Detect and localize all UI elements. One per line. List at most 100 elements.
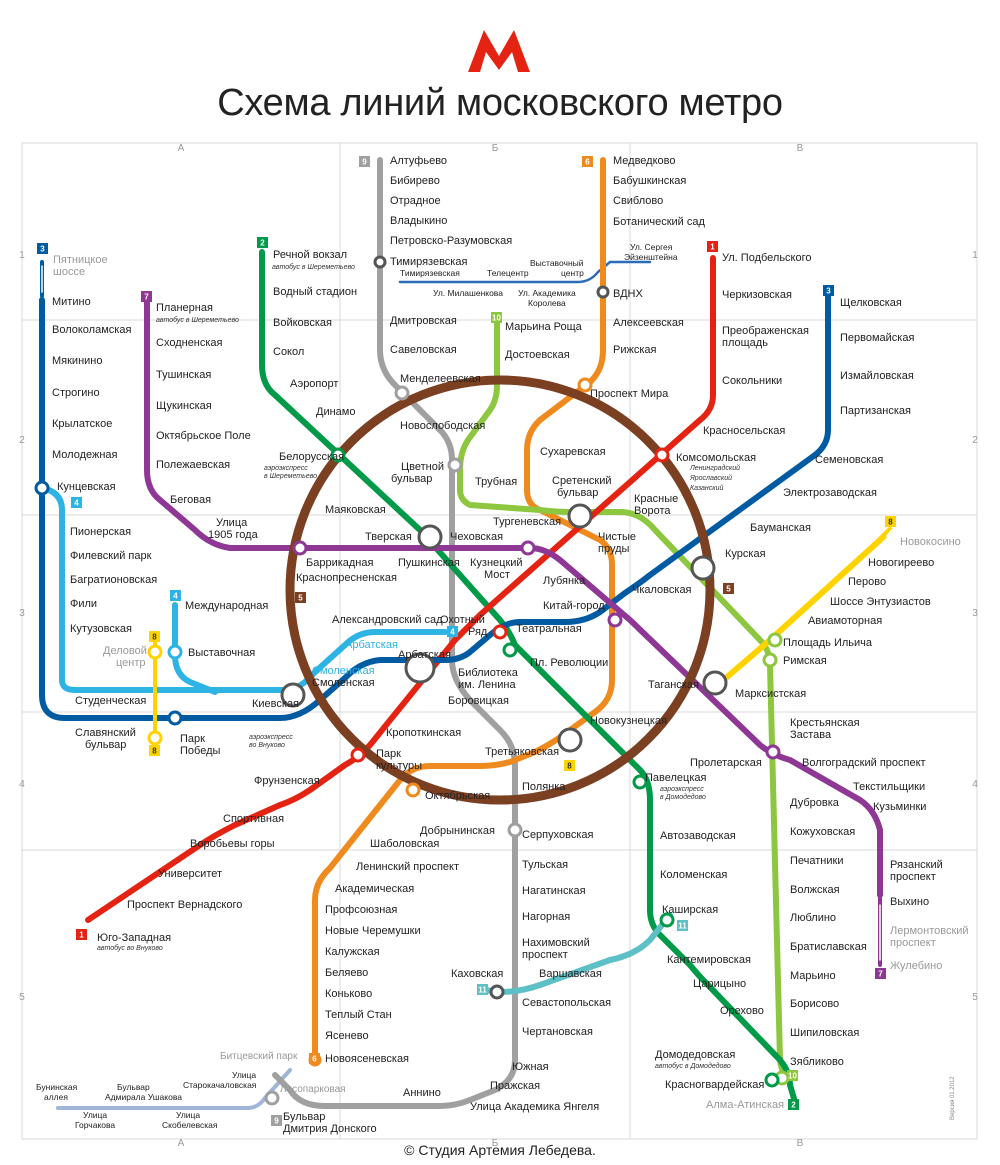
station-label: Аннино [403, 1087, 441, 1099]
station-label: Добрынинская [420, 825, 495, 837]
station-label: Речной вокзал [273, 249, 347, 261]
station-label: Чкаловская [632, 584, 692, 596]
station-label: Университет [158, 868, 222, 880]
badge-line-11 [677, 920, 688, 931]
badge-label: 5 [726, 585, 731, 594]
station-label: Домодедовская [655, 1049, 735, 1061]
copyright-text: © Студия Артемия Лебедева. [404, 1142, 596, 1158]
station-labels: Алтуфьево Бибирево Отрадное Владыкино Пе… [36, 155, 969, 1135]
station-label: Кантемировская [667, 954, 751, 966]
station-label: Тверская [365, 531, 412, 543]
grid-row-label: 1 [972, 250, 978, 261]
transfer-ring [654, 447, 670, 463]
station-label: Ленинский проспект [356, 861, 459, 873]
station-label: Петровско-Разумовская [390, 235, 512, 247]
badge-line-7b [875, 968, 886, 979]
station-label: Тимирязевская [400, 268, 460, 278]
station-label: Кунцевская [57, 481, 116, 493]
badge-label: 7 [878, 970, 883, 979]
note-label: Казанский [690, 484, 723, 492]
badge-line-1 [707, 241, 718, 252]
station-label: Пушкинская [398, 557, 460, 569]
transfer-ring [659, 912, 675, 928]
note-label: автобус в Домодедово [655, 1062, 731, 1070]
badge-line-9b [271, 1115, 282, 1126]
station-label: Отрадное [390, 195, 441, 207]
station-label: Филевский парк [70, 550, 152, 562]
transfer-ring [394, 385, 410, 401]
transfer-ring [596, 285, 610, 299]
transfer-ring [577, 377, 593, 393]
station-label: Новослободская [400, 420, 485, 432]
station-label-part: Парк [180, 733, 205, 745]
badge-line-4 [71, 497, 82, 508]
badge-label: 7 [144, 293, 149, 302]
transfer-ring [607, 612, 623, 628]
note-label: автобус в Шереметьево [272, 263, 355, 271]
grid-row-label: 4 [19, 779, 25, 790]
grid-row-label: 2 [19, 435, 25, 446]
station-label: Теплый Стан [325, 1009, 392, 1021]
badge-line-6 [582, 156, 593, 167]
note-label: Ярославский [689, 474, 732, 482]
station-label: Новокузнецкая [590, 715, 667, 727]
note-label-part: в Домодедово [660, 793, 706, 801]
grid-row-label: 5 [19, 992, 25, 1003]
station-label-part: Улица [176, 1110, 200, 1120]
station-label: Римская [783, 655, 827, 667]
station-label: Маяковская [325, 504, 386, 516]
transfer-ring [690, 555, 716, 581]
transfer-ring [762, 652, 778, 668]
station-label: Академическая [335, 883, 414, 895]
station-label: Пражская [490, 1080, 540, 1092]
grid-frame [21, 142, 978, 1140]
transfer-ring [405, 782, 421, 798]
station-label: Выхино [890, 896, 929, 908]
line-3-arbatsko-pokrovskaya [39, 293, 831, 721]
badge-label: 3 [40, 245, 45, 254]
station-label: Марьино [790, 970, 836, 982]
transfer-ring [767, 632, 783, 648]
station-label: Первомайская [840, 332, 914, 344]
station-label: Новоясеневская [325, 1053, 409, 1065]
station-label: ВДНХ [613, 288, 643, 300]
transfer-ring [489, 984, 505, 1000]
station-label: Беговая [170, 494, 211, 506]
station-label-part: бульвар [557, 487, 598, 499]
station-label-part: Рязанский [890, 859, 943, 871]
badge-label: 8 [152, 747, 157, 756]
transfer-ring [502, 642, 518, 658]
station-label: Октябрьское Поле [156, 430, 251, 442]
transfer-ring [292, 540, 308, 556]
station-label: Крылатское [52, 418, 112, 430]
station-label-part: Улица [232, 1070, 256, 1080]
station-label: Полянка [522, 781, 566, 793]
station-label-part: Кузнецкий [470, 557, 523, 569]
grid-col-label: В [797, 1138, 804, 1149]
badge-label: 4 [173, 592, 178, 601]
station-label: Арбатская [398, 649, 451, 661]
transfer-ring [557, 727, 583, 753]
badge-line-4c [447, 626, 458, 637]
badge-line-1b [76, 929, 87, 940]
station-label: Ботанический сад [613, 216, 705, 228]
line-9-serpukhovsko-timiryazevskaya [272, 157, 518, 1109]
badge-line-7 [141, 291, 152, 302]
station-label: Чеховская [450, 531, 503, 543]
badge-label: 6 [585, 158, 590, 167]
station-label: Алма-Атинская [706, 1099, 784, 1111]
note-label: автобус в Шереметьево [156, 316, 239, 324]
badge-line-8 [885, 516, 896, 527]
station-label-part: Парк [376, 748, 401, 760]
line-6-kaluzhsko-rizhskaya [312, 157, 615, 1063]
station-label: Новогиреево [868, 557, 934, 569]
station-label: Алтуфьево [390, 155, 447, 167]
station-label: Сокольники [722, 375, 782, 387]
station-label-part: аллея [44, 1092, 68, 1102]
station-label: Нагорная [522, 911, 570, 923]
